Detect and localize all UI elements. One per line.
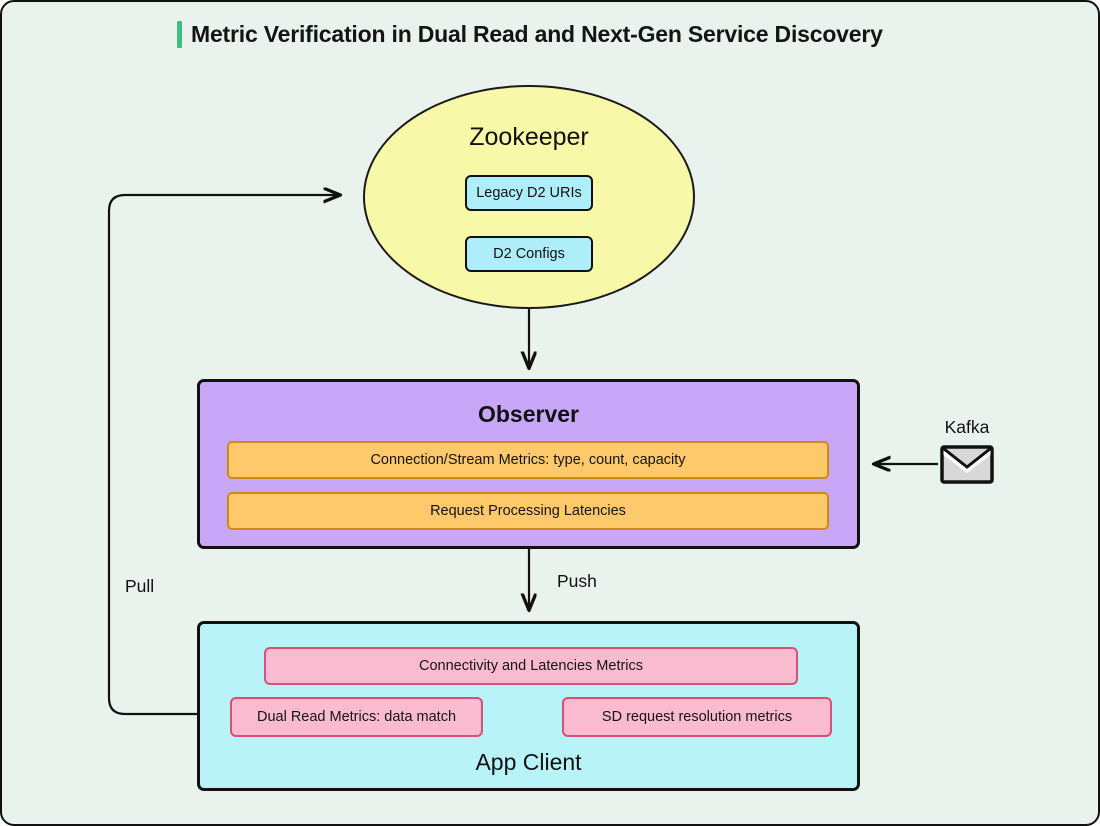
node-zookeeper[interactable]: Zookeeper Legacy D2 URIs D2 Configs (363, 85, 695, 309)
page-title-text: Metric Verification in Dual Read and Nex… (191, 20, 883, 47)
edge-label-push: Push (557, 571, 597, 591)
node-app-client[interactable]: Connectivity and Latencies Metrics Dual … (197, 621, 860, 791)
node-kafka[interactable]: Kafka (902, 417, 1032, 484)
title-accent-bar (177, 20, 182, 48)
envelope-icon (940, 445, 994, 484)
zookeeper-item-legacy-d2-uris[interactable]: Legacy D2 URIs (465, 175, 593, 211)
observer-item-connection-stream-metrics[interactable]: Connection/Stream Metrics: type, count, … (227, 441, 829, 479)
node-zookeeper-label: Zookeeper (469, 123, 589, 151)
node-observer-label: Observer (477, 401, 579, 427)
page-title: Metric Verification in Dual Read and Nex… (177, 16, 883, 52)
observer-item-request-processing-latencies[interactable]: Request Processing Latencies (227, 492, 829, 530)
app-client-item-connectivity-latencies-metrics[interactable]: Connectivity and Latencies Metrics (264, 647, 798, 685)
node-observer[interactable]: Observer Connection/Stream Metrics: type… (197, 379, 860, 549)
zookeeper-item-d2-configs[interactable]: D2 Configs (465, 236, 593, 272)
edge-label-pull: Pull (125, 576, 155, 596)
node-kafka-label: Kafka (944, 417, 990, 437)
app-client-item-dual-read-metrics[interactable]: Dual Read Metrics: data match (230, 697, 483, 737)
app-client-item-sd-request-resolution-metrics[interactable]: SD request resolution metrics (562, 697, 832, 737)
node-app-client-label: App Client (475, 749, 582, 775)
